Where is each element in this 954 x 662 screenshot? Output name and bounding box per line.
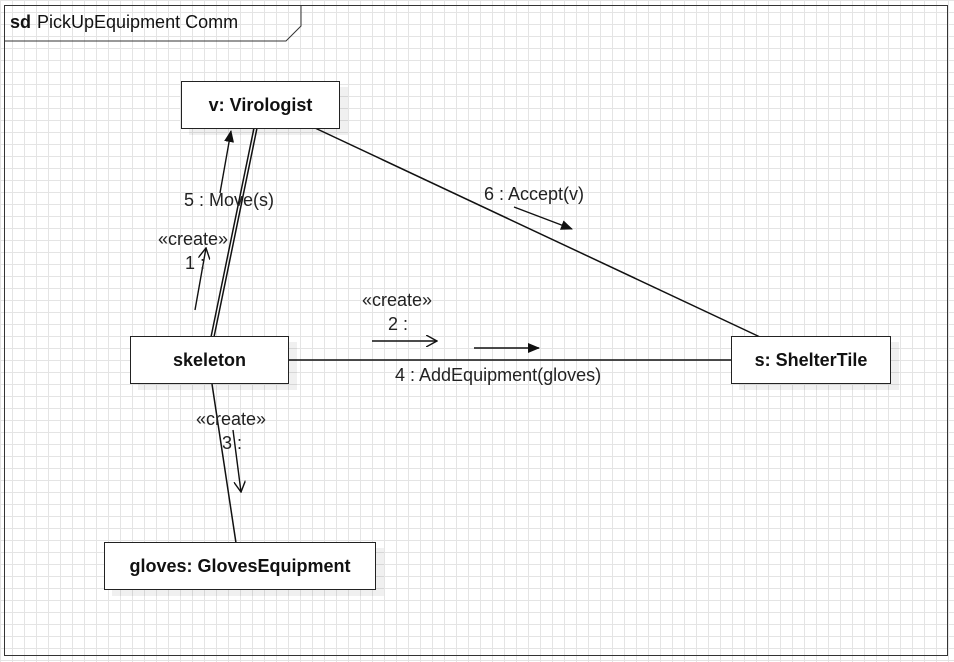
- diagram-frame: [4, 5, 948, 656]
- frame-name-tab: [4, 5, 302, 42]
- message-2-stereotype: «create»: [362, 290, 433, 310]
- message-6-label: 6 : Accept(v): [484, 184, 585, 204]
- message-4-label: 4 : AddEquipment(gloves): [395, 365, 602, 385]
- message-1-stereotype: «create»: [158, 229, 229, 249]
- frame-name: PickUpEquipment Comm: [37, 12, 239, 32]
- link-virologist-shelter: [314, 127, 761, 338]
- message-3-stereotype: «create»: [196, 409, 267, 429]
- frame-keyword: sd: [10, 12, 32, 32]
- message-5-label: 5 : Move(s): [184, 190, 275, 210]
- message-2-label: 2 :: [388, 314, 409, 334]
- message-arrow-3: [232, 429, 241, 492]
- object-shelter-tile[interactable]: s: ShelterTile: [731, 336, 891, 384]
- object-gloves-equipment[interactable]: gloves: GlovesEquipment: [104, 542, 376, 590]
- link-skeleton-gloves: [211, 383, 237, 544]
- message-arrow-5: [219, 130, 235, 194]
- message-arrow-6: [513, 206, 573, 230]
- message-arrow-1: [194, 248, 206, 311]
- message-1-label: 1 :: [185, 253, 206, 273]
- link-skeleton-virologist: [210, 127, 258, 338]
- object-virologist[interactable]: v: Virologist: [181, 81, 340, 129]
- object-skeleton[interactable]: skeleton: [130, 336, 289, 384]
- message-3-label: 3 :: [222, 433, 243, 453]
